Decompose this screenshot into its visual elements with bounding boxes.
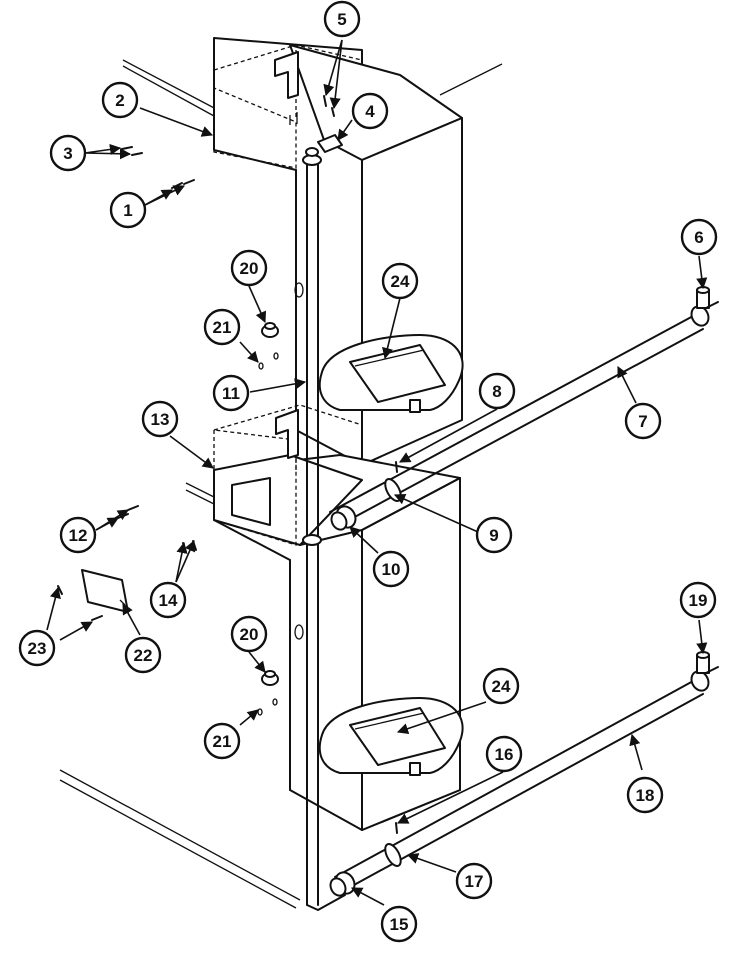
lower-horizontal-pipe <box>329 651 719 897</box>
callout-9: 9 <box>475 516 513 554</box>
callout-23: 23 <box>18 629 56 667</box>
upper-tray <box>318 334 464 413</box>
svg-text:18: 18 <box>636 786 655 805</box>
svg-text:13: 13 <box>151 410 170 429</box>
callout-21-upper: 21 <box>203 308 241 346</box>
callout-24-upper: 24 <box>381 262 419 300</box>
svg-text:16: 16 <box>495 745 514 764</box>
svg-text:17: 17 <box>465 872 484 891</box>
svg-text:6: 6 <box>694 228 703 247</box>
callout-15: 15 <box>380 905 418 943</box>
lower-tray <box>318 697 464 776</box>
callout-20-upper: 20 <box>230 249 268 287</box>
svg-text:2: 2 <box>115 91 124 110</box>
svg-text:5: 5 <box>337 10 346 29</box>
svg-text:21: 21 <box>213 732 232 751</box>
svg-text:4: 4 <box>365 102 375 121</box>
svg-text:15: 15 <box>390 915 409 934</box>
svg-text:12: 12 <box>69 526 88 545</box>
svg-text:20: 20 <box>240 625 259 644</box>
callout-24-lower: 24 <box>482 667 520 705</box>
svg-text:10: 10 <box>382 560 401 579</box>
svg-text:11: 11 <box>222 384 240 403</box>
svg-text:20: 20 <box>240 259 259 278</box>
callout-7: 7 <box>624 402 662 440</box>
svg-text:8: 8 <box>492 382 501 401</box>
svg-text:23: 23 <box>28 639 47 658</box>
callout-17: 17 <box>455 862 493 900</box>
callout-20-lower: 20 <box>230 615 268 653</box>
svg-text:24: 24 <box>391 272 410 291</box>
cabinet-outline <box>59 59 503 909</box>
svg-text:19: 19 <box>689 591 708 610</box>
vertical-pipe <box>302 147 346 911</box>
callout-13: 13 <box>141 400 179 438</box>
callout-6: 6 <box>680 218 718 256</box>
svg-text:14: 14 <box>159 591 178 610</box>
callout-8: 8 <box>478 372 516 410</box>
callout-18: 18 <box>626 776 664 814</box>
callout-22: 22 <box>124 636 162 674</box>
callout-3: 3 <box>49 134 87 172</box>
svg-text:24: 24 <box>492 677 511 696</box>
svg-text:7: 7 <box>638 412 647 431</box>
callout-16: 16 <box>485 735 523 773</box>
svg-text:3: 3 <box>63 144 72 163</box>
svg-text:22: 22 <box>134 646 153 665</box>
callout-14: 14 <box>149 581 187 619</box>
callout-10: 10 <box>372 550 410 588</box>
callout-2: 2 <box>101 81 139 119</box>
callout-1: 1 <box>109 191 147 229</box>
svg-text:9: 9 <box>489 526 498 545</box>
callout-21-lower: 21 <box>203 722 241 760</box>
callout-19: 19 <box>679 581 717 619</box>
svg-text:1: 1 <box>123 201 132 220</box>
callout-5: 5 <box>323 0 361 38</box>
callout-4: 4 <box>351 92 389 130</box>
svg-text:21: 21 <box>213 318 232 337</box>
callout-12: 12 <box>59 516 97 554</box>
callout-11: 11 <box>212 374 250 412</box>
leader-lines <box>46 39 708 906</box>
